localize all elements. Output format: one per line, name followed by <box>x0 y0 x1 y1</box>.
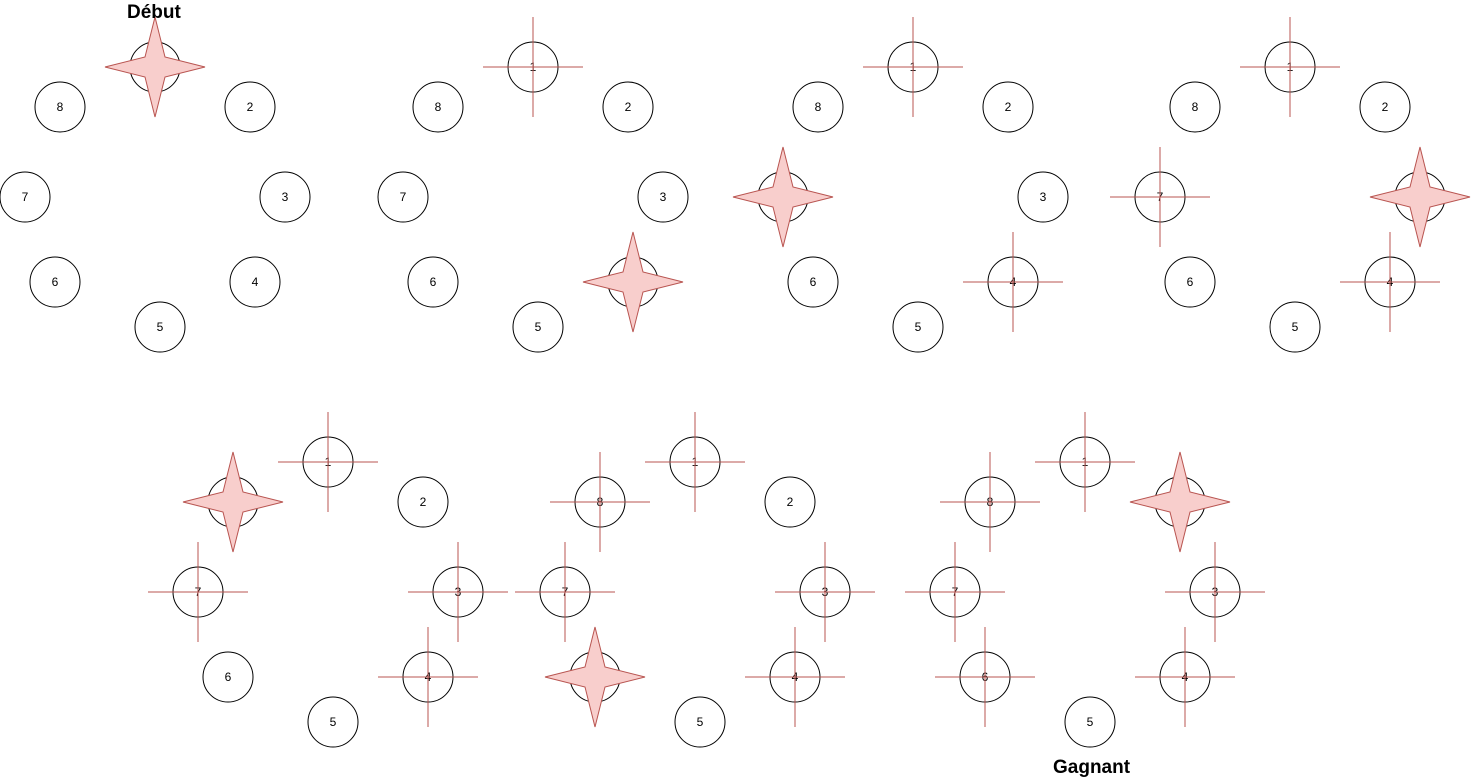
circle-label-6: 6 <box>225 670 232 684</box>
step-panel-2: 12345678 <box>377 17 689 353</box>
step-panel-3: 12345678 <box>732 17 1069 353</box>
circle-5 <box>512 301 564 353</box>
circle-8 <box>792 81 844 133</box>
circle-6 <box>202 651 254 703</box>
circle-2 <box>397 476 449 528</box>
circle-label-5: 5 <box>1292 320 1299 334</box>
start-label: Début <box>127 2 181 23</box>
star-marker-icon <box>732 146 834 248</box>
circle-8 <box>412 81 464 133</box>
circle-label-5: 5 <box>330 715 337 729</box>
circle-5 <box>1269 301 1321 353</box>
star-marker-icon <box>544 626 646 728</box>
circle-label-8: 8 <box>1192 100 1199 114</box>
circle-6 <box>1164 256 1216 308</box>
circle-5 <box>307 696 359 748</box>
winner-label: Gagnant <box>1053 757 1131 778</box>
circle-label-3: 3 <box>660 190 667 204</box>
circle-label-3: 3 <box>1040 190 1047 204</box>
circle-label-4: 4 <box>252 275 259 289</box>
circle-label-5: 5 <box>1087 715 1094 729</box>
circle-label-3: 3 <box>282 190 289 204</box>
circle-5 <box>1064 696 1116 748</box>
circle-6 <box>29 256 81 308</box>
circle-label-6: 6 <box>810 275 817 289</box>
circle-label-5: 5 <box>915 320 922 334</box>
circle-2 <box>764 476 816 528</box>
circle-4 <box>229 256 281 308</box>
star-marker-icon <box>1129 451 1231 553</box>
circle-label-6: 6 <box>430 275 437 289</box>
circle-label-7: 7 <box>400 190 407 204</box>
step-panel-1: 12345678 <box>0 16 311 353</box>
circle-5 <box>674 696 726 748</box>
step-panel-6: 12345678 <box>515 412 875 748</box>
circle-label-7: 7 <box>22 190 29 204</box>
star-marker-icon <box>182 451 284 553</box>
circle-label-2: 2 <box>787 495 794 509</box>
circle-label-8: 8 <box>815 100 822 114</box>
circle-8 <box>34 81 86 133</box>
circle-label-2: 2 <box>625 100 632 114</box>
star-marker-icon <box>582 231 684 333</box>
circle-3 <box>1017 171 1069 223</box>
circle-7 <box>377 171 429 223</box>
step-panel-5: 12345678 <box>148 412 508 748</box>
circle-label-2: 2 <box>1382 100 1389 114</box>
circle-5 <box>892 301 944 353</box>
circle-6 <box>787 256 839 308</box>
star-marker-icon <box>1369 146 1471 248</box>
circle-5 <box>134 301 186 353</box>
circle-6 <box>407 256 459 308</box>
circle-label-5: 5 <box>697 715 704 729</box>
circle-3 <box>259 171 311 223</box>
circle-label-6: 6 <box>52 275 59 289</box>
circle-2 <box>224 81 276 133</box>
circle-label-6: 6 <box>1187 275 1194 289</box>
circle-label-2: 2 <box>420 495 427 509</box>
circle-2 <box>982 81 1034 133</box>
star-marker-icon <box>104 16 206 118</box>
circle-label-8: 8 <box>57 100 64 114</box>
circle-2 <box>602 81 654 133</box>
circle-8 <box>1169 81 1221 133</box>
step-panel-7: 12345678 <box>905 412 1265 748</box>
circle-label-5: 5 <box>535 320 542 334</box>
circle-2 <box>1359 81 1411 133</box>
circle-7 <box>0 171 51 223</box>
circle-label-2: 2 <box>1005 100 1012 114</box>
circle-label-5: 5 <box>157 320 164 334</box>
circle-3 <box>637 171 689 223</box>
circle-label-8: 8 <box>435 100 442 114</box>
circle-label-2: 2 <box>247 100 254 114</box>
step-panel-4: 12345678 <box>1110 17 1471 353</box>
